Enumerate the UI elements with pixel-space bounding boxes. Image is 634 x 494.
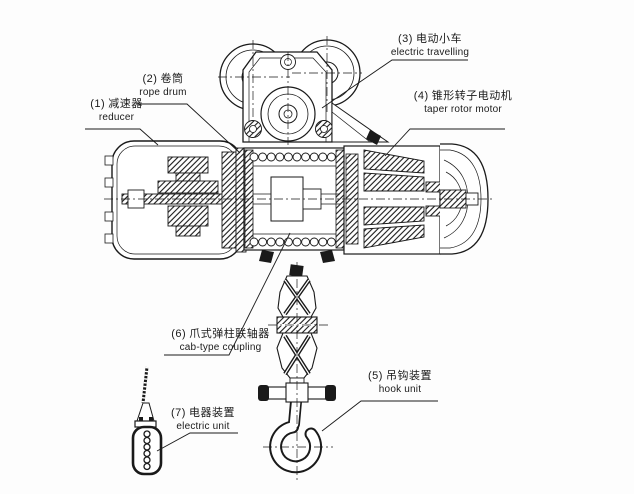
callout-rope-drum-en: rope drum bbox=[139, 86, 187, 98]
callout-electric-unit-en: electric unit bbox=[176, 420, 230, 432]
callout-reducer-en: reducer bbox=[98, 111, 135, 123]
callout-taper-rotor-motor-index: (4) bbox=[413, 90, 429, 102]
callout-rope-drum: (2)卷筒 rope drum bbox=[128, 73, 198, 99]
callout-hook-unit-zh: 吊钩装置 bbox=[385, 370, 432, 382]
callout-coupling: (6)爪式弹柱联轴器 cab-type coupling bbox=[148, 328, 293, 354]
leader-taper-rotor-motor bbox=[384, 128, 505, 157]
motor-end-cap bbox=[439, 143, 489, 255]
motor-taper-rotor bbox=[363, 149, 449, 249]
rope-coils-top bbox=[249, 152, 336, 162]
callout-taper-rotor-motor-zh: 锥形转子电动机 bbox=[431, 90, 513, 102]
leader-rope-drum bbox=[136, 103, 241, 154]
callout-hook-unit-index: (5) bbox=[368, 370, 383, 382]
leader-coupling bbox=[164, 232, 291, 356]
callout-electric-unit-zh: 电器装置 bbox=[188, 407, 235, 419]
hook-suspension-lug bbox=[289, 264, 304, 277]
callout-reducer-index: (1) bbox=[90, 98, 106, 110]
centerlines bbox=[104, 36, 492, 481]
leader-lines bbox=[85, 59, 505, 452]
callout-hook-unit-en: hook unit bbox=[378, 383, 422, 395]
leader-hook-unit bbox=[321, 400, 438, 432]
callout-electric-travelling: (3)电动小车 electric travelling bbox=[385, 33, 475, 59]
reducer-gears bbox=[121, 151, 243, 249]
trolley-bracket bbox=[331, 102, 390, 145]
leader-reducer bbox=[85, 128, 159, 146]
leader-electric-travelling bbox=[321, 59, 468, 109]
reducer-assembly bbox=[104, 140, 247, 260]
pendant-buttons bbox=[143, 430, 151, 471]
callout-taper-rotor-motor-en: taper rotor motor bbox=[424, 103, 502, 115]
callout-electric-unit: (7)电器装置 electric unit bbox=[158, 407, 248, 433]
reducer-bolts bbox=[104, 155, 114, 244]
pendant-control bbox=[131, 366, 163, 476]
motor-assembly bbox=[343, 143, 489, 255]
callout-rope-drum-index: (2) bbox=[142, 73, 158, 85]
callout-coupling-zh: 爪式弹柱联轴器 bbox=[189, 328, 270, 340]
callout-taper-rotor-motor: (4)锥形转子电动机 taper rotor motor bbox=[408, 90, 518, 116]
callout-hook-unit: (5)吊钩装置 hook unit bbox=[355, 370, 445, 396]
callout-electric-travelling-index: (3) bbox=[398, 33, 413, 45]
callout-electric-travelling-zh: 电动小车 bbox=[415, 33, 462, 45]
leader-electric-unit bbox=[156, 432, 238, 452]
callout-reducer: (1)减速器 reducer bbox=[74, 98, 159, 124]
callout-coupling-index: (6) bbox=[171, 328, 187, 340]
hook bbox=[269, 390, 323, 474]
callout-electric-travelling-en: electric travelling bbox=[390, 46, 470, 58]
callout-rope-drum-zh: 卷筒 bbox=[160, 73, 184, 85]
callout-electric-unit-index: (7) bbox=[171, 407, 186, 419]
trolley-gear-plate bbox=[242, 51, 333, 143]
pendant-cable bbox=[141, 366, 149, 404]
callout-coupling-en: cab-type coupling bbox=[179, 341, 262, 353]
trolley-unit bbox=[219, 39, 390, 145]
callout-reducer-zh: 减速器 bbox=[108, 98, 143, 110]
rope-guides bbox=[259, 250, 335, 263]
